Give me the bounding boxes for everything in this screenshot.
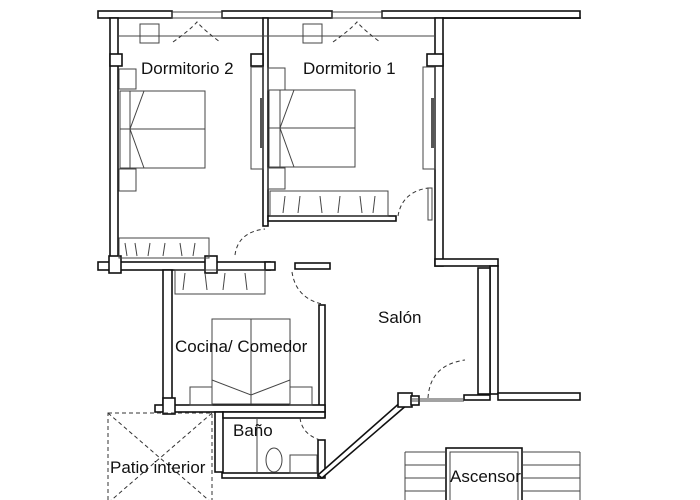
label-cocina-comedor: Cocina/ Comedor bbox=[175, 337, 308, 356]
door-swings bbox=[172, 21, 466, 441]
elevator-and-stairs bbox=[404, 447, 581, 500]
pillars bbox=[108, 53, 444, 415]
windows bbox=[118, 11, 464, 402]
wardrobe-hatching bbox=[124, 195, 376, 291]
label-salon: Salón bbox=[378, 308, 422, 327]
label-dormitorio-2: Dormitorio 2 bbox=[141, 59, 234, 78]
walls bbox=[97, 10, 581, 480]
furniture bbox=[118, 23, 436, 474]
label-dormitorio-1: Dormitorio 1 bbox=[303, 59, 396, 78]
label-ascensor: Ascensor bbox=[450, 467, 521, 486]
patio bbox=[107, 412, 213, 500]
label-bano: Baño bbox=[233, 421, 273, 440]
label-patio-interior: Patio interior bbox=[110, 458, 206, 477]
